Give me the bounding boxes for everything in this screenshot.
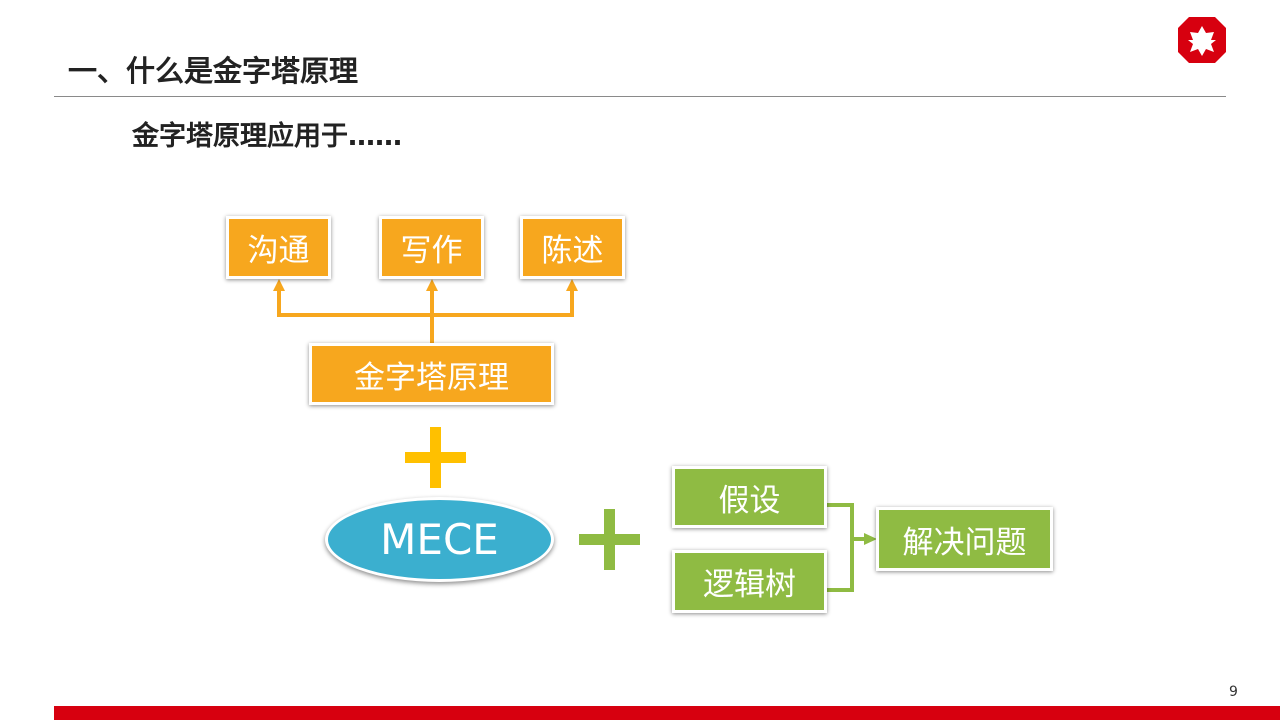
- orange-connector-lines: [277, 290, 574, 343]
- mece-ellipse: MECE: [325, 497, 554, 582]
- title-divider: [54, 96, 1226, 97]
- box-communication: 沟通: [226, 216, 331, 279]
- footer-bar: [54, 706, 1280, 720]
- box-solve-problem: 解决问题: [876, 507, 1053, 571]
- box-pyramid-principle: 金字塔原理: [309, 343, 554, 405]
- logo-octagon-icon: [1178, 17, 1226, 63]
- box-writing: 写作: [379, 216, 484, 279]
- green-connector-lines: [826, 503, 866, 592]
- box-presentation: 陈述: [520, 216, 625, 279]
- arrow-up-icon: [426, 279, 438, 291]
- box-hypothesis: 假设: [672, 466, 827, 528]
- arrow-right-icon: [864, 533, 877, 545]
- page-number: 9: [1229, 684, 1238, 700]
- plus-icon-yellow: [405, 427, 466, 488]
- arrow-up-icon: [273, 279, 285, 291]
- plus-icon-green: [579, 509, 640, 570]
- box-logic-tree: 逻辑树: [672, 550, 827, 613]
- company-logo: [1172, 14, 1232, 86]
- arrow-up-icon: [566, 279, 578, 291]
- slide-title: 一、什么是金字塔原理: [68, 54, 359, 88]
- slide-subtitle: 金字塔原理应用于……: [132, 121, 402, 152]
